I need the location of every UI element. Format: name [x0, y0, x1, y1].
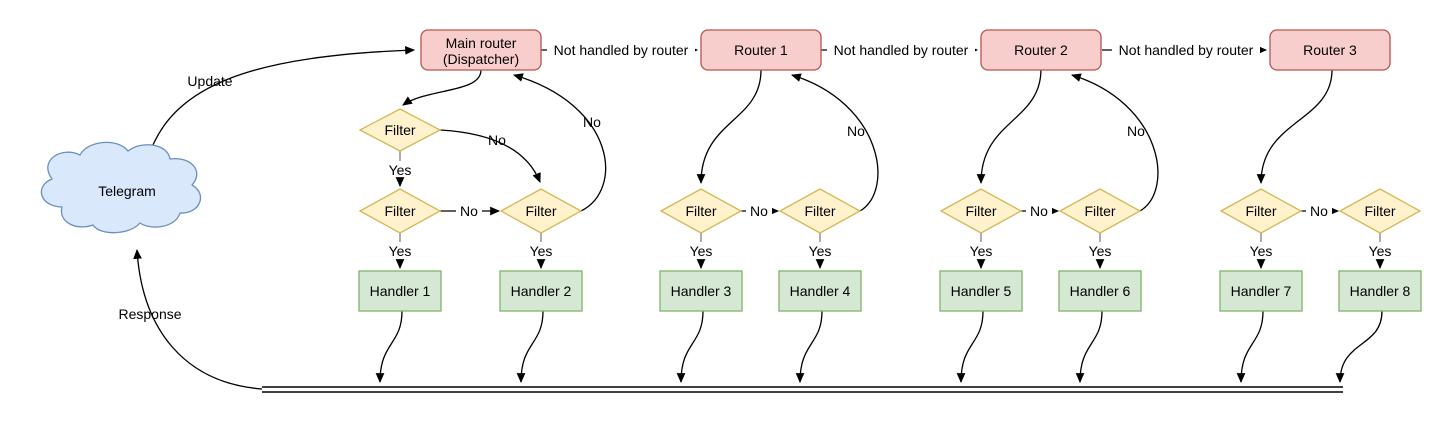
node-main-router — [420, 29, 542, 71]
filter-label-I: Filter — [1364, 203, 1395, 219]
edge-update — [147, 45, 416, 159]
no-label-return-router2: No — [1127, 123, 1145, 139]
edge-handler6-to-bus — [1075, 310, 1103, 384]
handler7-label: Handler 7 — [1231, 283, 1292, 299]
not-handled-label-bg-2 — [827, 42, 975, 59]
not-handled-label-3: Not handled by router — [1119, 42, 1254, 58]
node-handler-4 — [778, 270, 862, 312]
handler6-label: Handler 6 — [1070, 283, 1131, 299]
not-handled-label-bg-1 — [547, 42, 695, 59]
no-label-bg-1 — [456, 204, 482, 218]
edge-no-return-dispatcher — [513, 73, 607, 212]
no-label-bg-4 — [1306, 204, 1332, 218]
filter-label-G: Filter — [1084, 203, 1115, 219]
no-label-B-to-C: No — [460, 203, 478, 219]
filter-diamond-E — [778, 188, 862, 234]
yes-label-col6: Yes — [1089, 243, 1112, 259]
filter-label-F: Filter — [965, 203, 996, 219]
yes-label-col7: Yes — [1250, 243, 1273, 259]
node-handler-7 — [1219, 270, 1303, 312]
router3-label: Router 3 — [1303, 42, 1357, 58]
no-label-bg-3 — [1026, 204, 1052, 218]
telegram-cloud — [40, 141, 202, 234]
telegram-label: Telegram — [98, 183, 156, 199]
edge-handler3-to-bus — [676, 310, 704, 384]
no-label-H-to-I: No — [1310, 203, 1328, 219]
filter-diamond-C — [499, 188, 583, 234]
node-router-2 — [980, 29, 1102, 71]
edge-handler1-to-bus — [375, 310, 403, 384]
no-label-bg-2 — [746, 204, 772, 218]
edge-dispatcher-to-filter — [402, 69, 482, 106]
filter-diamond-H — [1219, 188, 1303, 234]
filter-label-E: Filter — [804, 203, 835, 219]
edge-handler7-to-bus — [1236, 310, 1264, 384]
handler4-label: Handler 4 — [790, 283, 851, 299]
edge-response — [133, 248, 263, 390]
edge-router2-to-filter — [976, 68, 1042, 185]
edge-handler8-to-bus — [1335, 310, 1383, 384]
node-handler-6 — [1058, 270, 1142, 312]
filter-diamond-G — [1058, 188, 1142, 234]
edge-no-return-router1 — [791, 73, 879, 212]
no-label-F-to-G: No — [1030, 203, 1048, 219]
node-router-1 — [700, 29, 822, 71]
filter-label-D: Filter — [685, 203, 716, 219]
no-label-D-to-E: No — [750, 203, 768, 219]
main-router-label-line1: Main router — [446, 35, 517, 51]
yes-label-col5: Yes — [970, 243, 993, 259]
edge-handler5-to-bus — [956, 310, 984, 384]
node-router-3 — [1269, 29, 1391, 71]
handler2-label: Handler 2 — [511, 283, 572, 299]
filter-label-H: Filter — [1245, 203, 1276, 219]
node-handler-5 — [939, 270, 1023, 312]
edge-router1-to-filter — [696, 69, 762, 185]
edge-handler4-to-bus — [795, 310, 823, 384]
filter-diamond-B — [358, 188, 442, 234]
edge-handler2-to-bus — [516, 310, 544, 384]
router2-label: Router 2 — [1014, 42, 1068, 58]
node-handler-1 — [358, 270, 442, 312]
yes-label-col4: Yes — [809, 243, 832, 259]
yes-label-A: Yes — [389, 162, 412, 178]
yes-label-col3: Yes — [690, 243, 713, 259]
edge-no-return-router2 — [1071, 73, 1159, 212]
handler8-label: Handler 8 — [1350, 283, 1411, 299]
filter-diamond-I — [1338, 188, 1422, 234]
router1-label: Router 1 — [734, 42, 788, 58]
yes-label-col1: Yes — [389, 243, 412, 259]
edge-no-filterA-to-filterC — [439, 129, 541, 183]
not-handled-label-bg-3 — [1112, 42, 1260, 59]
filter-diamond-A — [358, 108, 442, 152]
handler3-label: Handler 3 — [671, 283, 732, 299]
response-label: Response — [118, 306, 181, 322]
filter-label-B: Filter — [384, 203, 415, 219]
no-label-return-dispatcher: No — [583, 114, 601, 130]
not-handled-label-1: Not handled by router — [554, 42, 689, 58]
no-label-return-router1: No — [847, 123, 865, 139]
yes-label-col2: Yes — [530, 243, 553, 259]
not-handled-label-2: Not handled by router — [834, 42, 969, 58]
no-label-A-to-C: No — [488, 132, 506, 148]
filter-diamond-F — [939, 188, 1023, 234]
yes-label-col8: Yes — [1369, 243, 1392, 259]
filter-diamond-D — [659, 188, 743, 234]
node-handler-8 — [1338, 270, 1422, 312]
edge-router3-to-filter — [1256, 69, 1333, 185]
handler1-label: Handler 1 — [370, 283, 431, 299]
main-router-label-line2: (Dispatcher) — [443, 51, 519, 67]
node-handler-3 — [659, 270, 743, 312]
handler5-label: Handler 5 — [951, 283, 1012, 299]
update-label: Update — [187, 73, 232, 89]
filter-label-C: Filter — [525, 203, 556, 219]
node-handler-2 — [499, 270, 583, 312]
filter-label-A: Filter — [384, 122, 415, 138]
